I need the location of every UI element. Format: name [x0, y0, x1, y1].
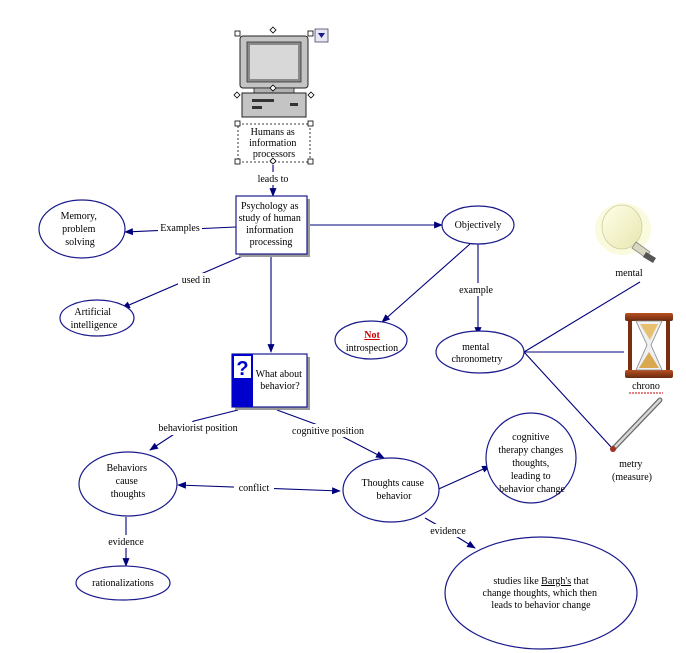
node-memory[interactable]: Memory, problem solving — [38, 199, 126, 259]
image-label-metry: metry (measure) — [612, 459, 652, 483]
edge-objectively-not — [381, 243, 471, 323]
image-label-chrono: chrono — [632, 381, 660, 392]
node-psychology[interactable]: Psychology as study of human information… — [235, 195, 310, 257]
hourglass-icon[interactable] — [625, 313, 673, 378]
node-studies[interactable]: studies like Bargh's that change thought… — [444, 536, 638, 650]
edge-mental — [523, 281, 641, 353]
image-label-mental: mental — [615, 268, 642, 279]
node-cognitive-therapy-label: cognitive therapy changes thoughts, lead… — [498, 432, 565, 495]
dropdown-icon[interactable] — [314, 28, 329, 43]
edge-label-used-in: used in — [182, 275, 211, 286]
edge-label-evidence-right: evidence — [430, 526, 466, 537]
edge-label-evidence-left: evidence — [108, 537, 144, 548]
edge-behaviorist — [149, 409, 239, 451]
node-ai[interactable]: Artificial intelligence — [59, 299, 135, 337]
node-mental-chronometry-label: mental chronometry — [451, 342, 502, 365]
question-icon: ? — [232, 354, 253, 407]
node-what-about[interactable]: ? What about behavior? — [231, 353, 310, 410]
node-what-about-label: What about behavior? — [256, 369, 305, 392]
node-introspection-label: introspection — [346, 343, 398, 354]
node-behaviors-label: Behaviors cause thoughts — [106, 463, 149, 500]
edge-label-conflict: conflict — [239, 483, 270, 494]
node-not-introspection[interactable]: Not introspection — [334, 320, 408, 360]
edge-label-examples: Examples — [160, 223, 200, 234]
node-humans-info-label: Humans as information processors — [249, 127, 299, 160]
node-mental-chronometry[interactable]: mental chronometry — [435, 330, 525, 374]
edge-thoughts-therapy — [431, 465, 491, 493]
svg-text:?: ? — [236, 358, 248, 380]
edge-label-leads-to: leads to — [258, 174, 289, 185]
edge-metry — [523, 351, 613, 449]
lightbulb-icon[interactable] — [595, 203, 656, 263]
computer-icon[interactable] — [233, 26, 315, 118]
thermometer-icon[interactable] — [610, 397, 663, 452]
node-humans-info[interactable]: Humans as information processors — [234, 120, 314, 165]
edge-label-cognitive: cognitive position — [292, 426, 364, 437]
node-thoughts-label: Thoughts cause behavior — [362, 478, 427, 502]
edge-label-behaviorist: behaviorist position — [158, 423, 237, 434]
node-psychology-label: Psychology as study of human information… — [239, 201, 304, 248]
node-studies-line1: studies like Bargh's that — [493, 576, 588, 587]
edge-label-example: example — [459, 285, 493, 296]
node-behaviors[interactable]: Behaviors cause thoughts — [78, 451, 178, 517]
node-memory-label: Memory, problem solving — [61, 211, 100, 248]
node-not-label: Not — [364, 330, 380, 341]
node-studies-rest: change thoughts, which then leads to beh… — [483, 588, 600, 611]
edge-labels: leads to Examples used in example behavi… — [104, 172, 496, 548]
node-objectively-label: Objectively — [455, 220, 502, 231]
node-rationalizations[interactable]: rationalizations — [75, 565, 171, 601]
node-ai-label: Artificial intelligence — [71, 307, 118, 331]
node-rationalizations-label: rationalizations — [92, 578, 154, 589]
node-objectively[interactable]: Objectively — [441, 205, 515, 245]
node-thoughts[interactable]: Thoughts cause behavior — [342, 457, 440, 523]
node-cognitive-therapy[interactable]: cognitive therapy changes thoughts, lead… — [485, 412, 577, 504]
